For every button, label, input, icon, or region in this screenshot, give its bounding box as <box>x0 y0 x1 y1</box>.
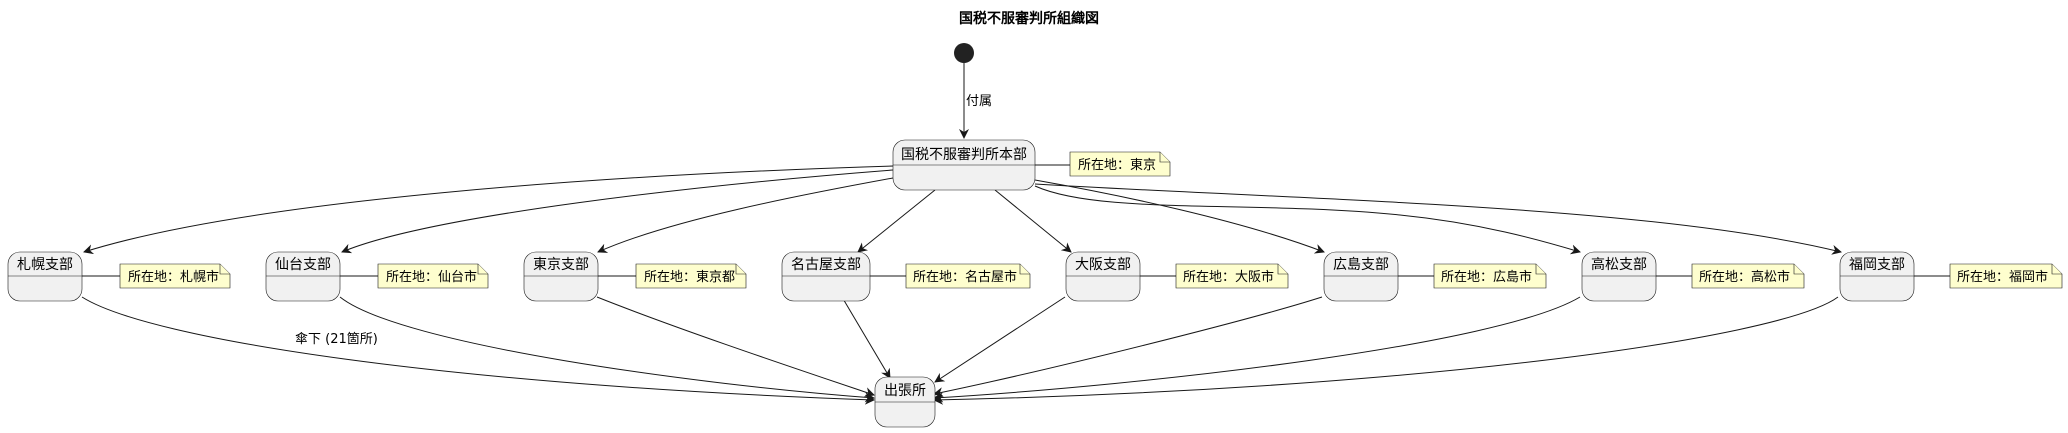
state-label: 国税不服審判所本部 <box>901 147 1027 163</box>
edge-hq-to-sendai <box>341 169 894 254</box>
note-text: 所在地：名古屋市 <box>913 269 1017 285</box>
state-fukuoka[interactable]: 福岡支部 <box>1839 251 1915 302</box>
edge-fukuoka-to-office <box>933 296 1839 405</box>
state-osaka[interactable]: 大阪支部 <box>1065 251 1141 302</box>
state-nagoya[interactable]: 名古屋支部 <box>781 251 871 302</box>
edge-tokyo-to-office <box>596 296 875 397</box>
diagram-title: 国税不服審判所組織図 <box>959 10 1099 27</box>
note-text: 所在地：札幌市 <box>128 269 219 285</box>
edge-label-subordinate: 傘下 (21箇所) <box>295 331 378 347</box>
state-takamatsu[interactable]: 高松支部 <box>1581 251 1657 302</box>
edge-hq-to-osaka <box>994 189 1072 253</box>
edge-hq-to-tokyo <box>597 177 894 253</box>
state-hiroshima[interactable]: 広島支部 <box>1323 251 1399 302</box>
edge-sapporo-to-office <box>81 296 875 405</box>
edge-hq-to-fukuoka <box>1034 183 1842 255</box>
note-sapporo: 所在地：札幌市 <box>82 263 231 289</box>
note-sendai: 所在地：仙台市 <box>340 263 489 289</box>
state-sapporo[interactable]: 札幌支部 <box>7 251 83 302</box>
edge-hq-to-takamatsu <box>1034 185 1581 255</box>
edge-sendai-to-office <box>339 296 875 403</box>
state-sendai[interactable]: 仙台支部 <box>265 251 341 302</box>
state-label: 仙台支部 <box>275 257 331 273</box>
branch-to-office-edges <box>81 296 1839 405</box>
edge-takamatsu-to-office <box>933 296 1581 403</box>
state-label: 広島支部 <box>1333 257 1389 273</box>
note-hiroshima: 所在地：広島市 <box>1398 263 1547 289</box>
note-osaka: 所在地：大阪市 <box>1140 263 1289 289</box>
note-text: 所在地：高松市 <box>1699 269 1790 285</box>
state-headquarters[interactable]: 国税不服審判所本部 <box>892 139 1036 191</box>
edge-nagoya-to-office <box>841 296 891 379</box>
state-office[interactable]: 出張所 <box>874 376 936 428</box>
note-text: 所在地：広島市 <box>1441 269 1532 285</box>
state-label: 札幌支部 <box>17 257 73 273</box>
edge-osaka-to-office <box>934 296 1066 383</box>
note-takamatsu: 所在地：高松市 <box>1656 263 1805 289</box>
hq-to-branch-edges <box>83 165 1842 255</box>
edge-hq-to-hiroshima <box>1034 179 1325 254</box>
note-text: 所在地：東京都 <box>644 269 735 285</box>
state-tokyo[interactable]: 東京支部 <box>523 251 599 302</box>
note-nagoya: 所在地：名古屋市 <box>870 263 1031 289</box>
state-label: 高松支部 <box>1591 256 1647 273</box>
note-text: 所在地：東京 <box>1078 157 1156 173</box>
edge-hq-to-nagoya <box>857 189 936 253</box>
start-node <box>954 43 974 63</box>
edge-hiroshima-to-office <box>933 296 1323 398</box>
note-tokyo: 所在地：東京都 <box>598 263 747 289</box>
edge-hq-to-sapporo <box>83 165 894 255</box>
note-text: 所在地：大阪市 <box>1183 269 1274 285</box>
note-text: 所在地：仙台市 <box>386 269 477 285</box>
state-label: 出張所 <box>884 383 926 399</box>
edge-label-attached: 付属 <box>966 94 992 109</box>
state-label: 名古屋支部 <box>791 257 861 273</box>
state-label: 東京支部 <box>533 257 589 273</box>
note-headquarters: 所在地：東京 <box>1035 151 1171 177</box>
note-fukuoka: 所在地：福岡市 <box>1914 263 2063 289</box>
note-text: 所在地：福岡市 <box>1957 269 2048 285</box>
state-label: 福岡支部 <box>1849 257 1905 273</box>
state-label: 大阪支部 <box>1075 257 1131 273</box>
